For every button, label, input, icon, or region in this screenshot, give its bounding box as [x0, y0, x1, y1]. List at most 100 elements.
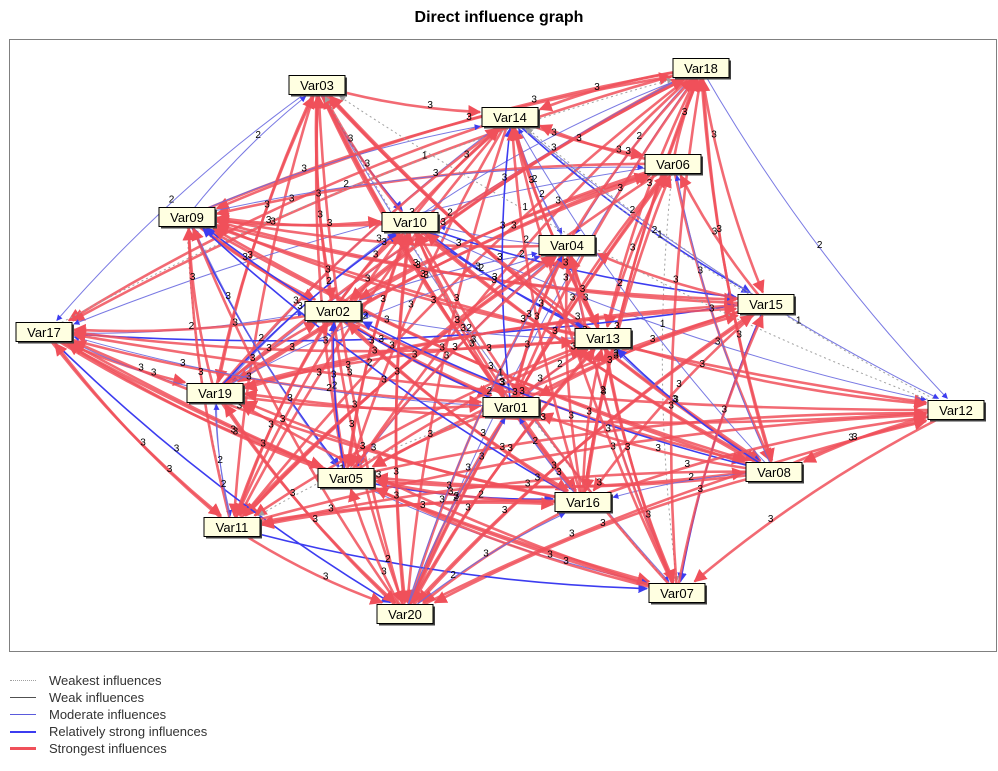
node-label: Var06: [656, 157, 690, 172]
edge-weight-label: 3: [464, 150, 470, 161]
edge-weight-label: 3: [685, 459, 691, 470]
edge-var01-var14: [501, 127, 514, 408]
edge-weight-label: 3: [655, 443, 661, 454]
edge-var20-var13: [403, 348, 596, 615]
node-var05: Var05: [317, 468, 376, 490]
edge-var05-var09: [193, 227, 347, 479]
edge-weight-label: 3: [552, 326, 558, 337]
edge-var08-var05: [374, 470, 775, 489]
edge-weight-label: 3: [373, 250, 379, 261]
edge-weight-label: 3: [420, 269, 426, 280]
edge-weight-label: 2: [385, 554, 391, 565]
node-box: [186, 383, 244, 403]
edge-var07-var13: [601, 348, 679, 594]
edge-weight-label: 3: [452, 342, 458, 353]
node-label: Var04: [550, 238, 584, 253]
node-var17: Var17: [15, 322, 74, 344]
edge-weight-label: 3: [520, 314, 526, 325]
legend-line-strongest: [10, 747, 36, 750]
edge-weight-label: 3: [444, 351, 450, 362]
edge-weight-label: 3: [500, 378, 506, 389]
node-label: Var11: [216, 520, 249, 535]
edge-weight-label: 3: [365, 274, 371, 285]
edge-weight-label: 2: [600, 385, 606, 396]
edge-weight-label: 3: [415, 260, 421, 271]
edge-weight-label: 3: [465, 463, 471, 474]
edge-weight-label: 3: [440, 217, 446, 228]
edge-weight-label: 3: [408, 300, 414, 311]
edge-weight-label: 3: [716, 224, 722, 235]
node-box: [376, 604, 434, 624]
edge-weight-label: 3: [607, 355, 613, 366]
legend-line-moderate: [10, 714, 36, 715]
edge-weight-label: 3: [231, 424, 237, 435]
edge-weight-label: 3: [381, 374, 387, 385]
edge-var20-var19: [223, 403, 406, 615]
edge-weight-label: 3: [394, 366, 400, 377]
edge-var11-var04: [231, 255, 555, 528]
edge-weight-label: 3: [529, 175, 535, 186]
legend-item-weak: Weak influences: [10, 689, 207, 706]
edge-var08-var20: [433, 470, 775, 604]
edge-weight-label: 3: [488, 361, 494, 372]
edge-weight-label: 1: [796, 315, 802, 326]
edge-var20-var15: [404, 314, 754, 615]
edge-weight-label: 3: [535, 473, 541, 484]
node-box: [158, 207, 216, 227]
node-var08: Var08: [745, 462, 804, 484]
edge-var20-var01: [404, 418, 506, 615]
edge-weight-label: 3: [848, 433, 854, 444]
edge-weight-label: 3: [625, 442, 631, 453]
node-var11: Var11: [203, 517, 262, 539]
edge-weight-label: 3: [698, 266, 704, 277]
edge-var15-var09: [215, 218, 767, 306]
edge-weight-label: 3: [140, 437, 146, 448]
edge-var07-var04: [566, 255, 679, 594]
edge-weight-label: 3: [328, 504, 334, 515]
edge-var12-var17: [72, 330, 957, 412]
edge-weight-label: 1: [498, 368, 504, 379]
edge-weight-label: 3: [312, 514, 318, 525]
edge-weight-label: 1: [522, 202, 528, 213]
edge-var15-var06: [679, 174, 767, 305]
edge-weight-label: 3: [672, 394, 678, 405]
edge-weight-label: 2: [487, 386, 493, 397]
edge-weight-label: 3: [316, 188, 322, 199]
edge-weight-label: 3: [352, 400, 358, 411]
edge-var02-var20: [331, 310, 405, 604]
edge-weight-label: 3: [247, 250, 253, 261]
edge-weight-label: 3: [325, 264, 331, 275]
node-var01: Var01: [482, 397, 541, 419]
edge-weight-label: 3: [297, 301, 303, 312]
edge-weight-label: 1: [422, 151, 428, 162]
edge-var12-var14: [527, 128, 957, 411]
edge-var11-var17: [54, 342, 233, 529]
legend-item-weakest: Weakest influences: [10, 672, 207, 689]
edge-weight-label: 3: [647, 178, 653, 189]
edge-weight-label: 3: [499, 377, 505, 388]
edge-weight-label: 3: [676, 379, 682, 390]
edge-weight-label: 3: [586, 406, 592, 417]
edge-weight-label: 2: [637, 131, 643, 142]
edge-weight-label: 3: [466, 112, 472, 123]
edge-weight-label: 3: [428, 429, 434, 440]
edge-var10-var18: [409, 78, 680, 223]
edge-weight-label: 3: [712, 227, 718, 238]
edge-weight-label: 3: [613, 351, 619, 362]
node-box: [288, 75, 346, 95]
edge-weight-label: 3: [287, 393, 293, 404]
edge-var02-var17: [72, 309, 334, 337]
node-box: [554, 492, 612, 512]
edge-var07-var15: [675, 314, 764, 594]
edge-var14-var20: [401, 116, 512, 604]
node-label: Var12: [939, 403, 973, 418]
edge-weight-label: 3: [722, 404, 728, 415]
edge-weight-label: 3: [597, 478, 603, 489]
edge-var17-var11: [42, 331, 222, 517]
edge-weight-label: 3: [317, 209, 323, 220]
edge-weight-label: 3: [469, 339, 475, 350]
edge-weight-label: 3: [480, 428, 486, 439]
edge-weight-label: 3: [413, 258, 419, 269]
edge-var20-var05: [348, 488, 407, 615]
node-box: [381, 212, 439, 232]
